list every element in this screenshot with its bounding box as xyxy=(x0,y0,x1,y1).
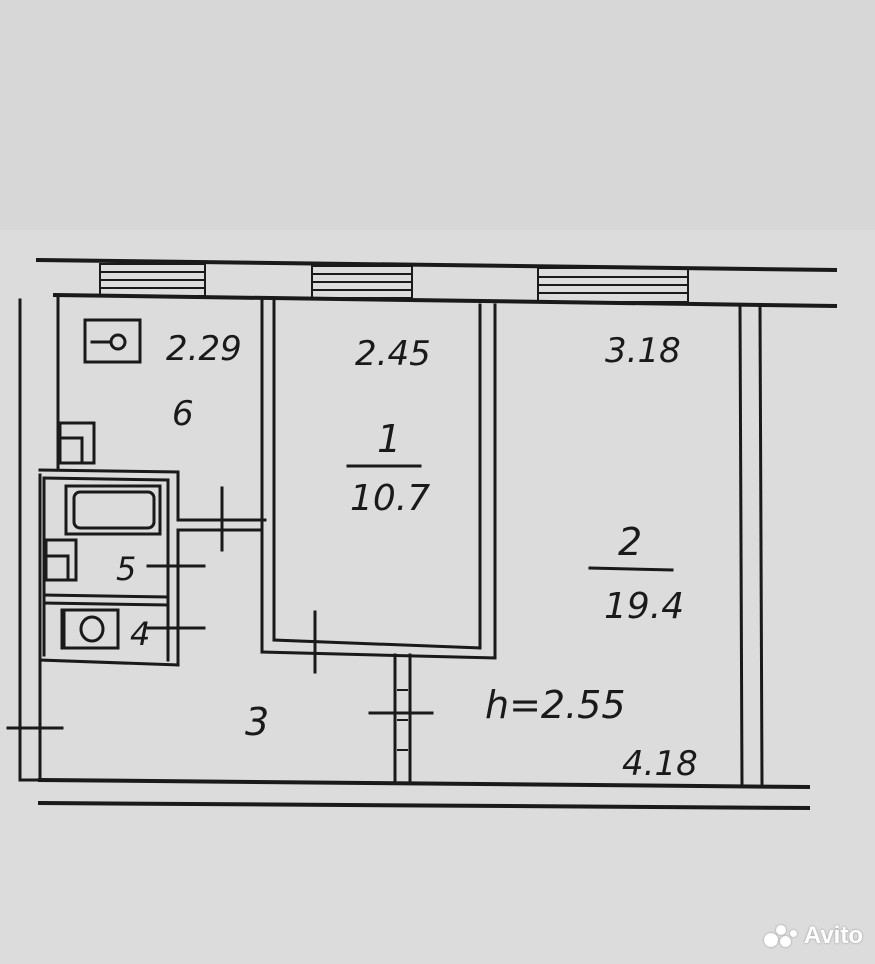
window xyxy=(537,267,689,303)
stove-icon xyxy=(83,318,142,364)
washbasin-icon xyxy=(44,538,78,582)
exterior-wall-bottom xyxy=(37,777,811,811)
ceiling-height-note: h=2.55 xyxy=(485,683,626,727)
exterior-wall-right xyxy=(738,304,764,787)
dimension-top-left: 2.29 xyxy=(166,329,242,369)
room-6-number: 6 xyxy=(172,394,194,434)
room-1-number: 1 xyxy=(377,417,401,461)
dimension-top-right: 3.18 xyxy=(605,331,681,371)
door-marks xyxy=(6,486,434,730)
avito-wordmark: Avito xyxy=(803,922,863,949)
avito-watermark: Avito xyxy=(763,922,863,950)
sink-icon xyxy=(58,421,96,465)
room-2-fraction-bar xyxy=(588,566,674,572)
room-2-area: 19.4 xyxy=(604,586,684,627)
room-1-walls xyxy=(260,298,497,660)
corridor-wall xyxy=(393,653,412,784)
room-1-area: 10.7 xyxy=(350,478,430,519)
dimension-bottom-right: 4.18 xyxy=(622,744,698,784)
toilet-icon xyxy=(60,608,120,650)
room-4-number: 4 xyxy=(130,615,150,653)
bathtub-icon xyxy=(64,484,162,536)
room-3-number: 3 xyxy=(245,700,269,744)
window xyxy=(99,263,206,297)
room-5-number: 5 xyxy=(116,550,136,588)
avito-logo-icon xyxy=(763,925,798,947)
window xyxy=(311,265,413,299)
room-2-number: 2 xyxy=(618,520,642,564)
dimension-top-mid: 2.45 xyxy=(355,334,431,374)
